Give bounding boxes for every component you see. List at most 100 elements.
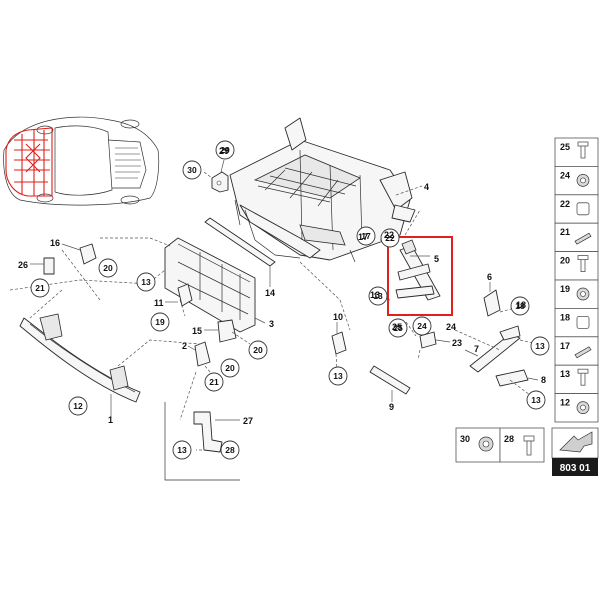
part-label-6: 6 bbox=[487, 272, 492, 282]
part-1-crossmember[interactable] bbox=[19, 313, 141, 418]
svg-text:30: 30 bbox=[460, 434, 470, 444]
svg-text:13: 13 bbox=[373, 291, 383, 301]
part-8-plate[interactable] bbox=[495, 369, 539, 387]
part-label-23: 23 bbox=[452, 338, 462, 348]
callout-22[interactable]: 22 bbox=[380, 228, 400, 248]
part-23-bracket[interactable] bbox=[419, 331, 451, 349]
part-3-panel[interactable] bbox=[164, 237, 266, 333]
callout-20[interactable]: 20 bbox=[98, 258, 118, 278]
svg-text:19: 19 bbox=[560, 284, 570, 294]
fastener-cell-19[interactable]: 19 bbox=[554, 279, 599, 309]
svg-text:25: 25 bbox=[560, 142, 570, 152]
callout-13[interactable]: 13 bbox=[530, 336, 550, 356]
front-frame-assembly[interactable] bbox=[229, 117, 416, 263]
svg-text:28: 28 bbox=[504, 434, 514, 444]
svg-text:20: 20 bbox=[225, 363, 235, 373]
svg-text:13: 13 bbox=[333, 371, 343, 381]
part-label-25: 25 bbox=[392, 322, 402, 332]
fastener-cell-18[interactable]: 18 bbox=[554, 307, 599, 338]
fastener-cell-28[interactable]: 28 bbox=[499, 427, 545, 463]
callout-29[interactable]: 29 bbox=[215, 140, 235, 160]
callout-13[interactable]: 13 bbox=[526, 390, 546, 410]
svg-text:24: 24 bbox=[560, 170, 570, 180]
fastener-cell-22[interactable]: 22 bbox=[554, 194, 599, 224]
callout-13[interactable]: 13 bbox=[328, 366, 348, 386]
svg-text:21: 21 bbox=[209, 377, 219, 387]
part-label-3: 3 bbox=[269, 319, 274, 329]
part-14-strip[interactable] bbox=[204, 217, 276, 287]
part-15-mount[interactable] bbox=[204, 319, 237, 343]
callout-21[interactable]: 21 bbox=[30, 278, 50, 298]
fastener-cell-25[interactable]: 25 bbox=[554, 137, 599, 167]
part-29-bracket[interactable] bbox=[211, 159, 229, 193]
svg-text:18: 18 bbox=[515, 301, 525, 311]
part-label-27: 27 bbox=[243, 416, 253, 426]
part-6-bracket[interactable] bbox=[483, 282, 501, 317]
svg-text:13: 13 bbox=[560, 369, 570, 379]
callout-17[interactable]: 17 bbox=[356, 226, 376, 246]
part-label-7: 7 bbox=[474, 344, 479, 354]
callout-13[interactable]: 13 bbox=[172, 440, 192, 460]
svg-text:20: 20 bbox=[560, 256, 570, 266]
fastener-cell-30[interactable]: 30 bbox=[455, 427, 501, 463]
car-overview-thumbnail bbox=[3, 116, 160, 206]
fastener-cell-21[interactable]: 21 bbox=[554, 222, 599, 252]
callout-20[interactable]: 20 bbox=[248, 340, 268, 360]
callout-13[interactable]: 13 bbox=[136, 272, 156, 292]
callout-30[interactable]: 30 bbox=[182, 160, 202, 180]
svg-text:17: 17 bbox=[560, 341, 570, 351]
callout-13[interactable]: 13 bbox=[368, 286, 388, 306]
svg-text:30: 30 bbox=[187, 165, 197, 175]
part-label-10: 10 bbox=[333, 312, 343, 322]
sheet-code: 803 01 bbox=[560, 463, 591, 474]
fastener-side-panel: 25 24 22 21 20 19 18 17 13 12 bbox=[554, 137, 599, 423]
highlighted-part-5-group[interactable] bbox=[387, 236, 453, 316]
next-page-arrow[interactable] bbox=[551, 427, 599, 459]
part-label-16: 16 bbox=[50, 238, 60, 248]
callout-21[interactable]: 21 bbox=[204, 372, 224, 392]
fastener-cell-24[interactable]: 24 bbox=[554, 165, 599, 196]
callout-24[interactable]: 24 bbox=[412, 316, 432, 336]
part-16-bracket[interactable] bbox=[61, 243, 97, 265]
callout-25[interactable]: 25 bbox=[388, 318, 408, 338]
part-label-26: 26 bbox=[18, 260, 28, 270]
part-label-5: 5 bbox=[434, 254, 439, 264]
arrow-icon bbox=[559, 431, 593, 453]
bolt-icon bbox=[523, 435, 535, 442]
fastener-cell-20[interactable]: 20 bbox=[554, 251, 599, 281]
part-label-1: 1 bbox=[108, 415, 113, 425]
part-9-rod[interactable] bbox=[369, 365, 411, 402]
fastener-cell-12[interactable]: 12 bbox=[554, 393, 599, 423]
part-10-bracket[interactable] bbox=[331, 322, 347, 355]
part-2-bracket[interactable] bbox=[187, 341, 211, 367]
callout-12[interactable]: 12 bbox=[68, 396, 88, 416]
part-label-14: 14 bbox=[265, 288, 275, 298]
svg-text:13: 13 bbox=[531, 395, 541, 405]
callout-28[interactable]: 28 bbox=[220, 440, 240, 460]
svg-text:18: 18 bbox=[560, 312, 570, 322]
svg-text:12: 12 bbox=[560, 398, 570, 408]
svg-text:17: 17 bbox=[361, 231, 371, 241]
callout-19[interactable]: 19 bbox=[150, 312, 170, 332]
inset-part-27 bbox=[164, 402, 240, 481]
screw-icon bbox=[574, 232, 592, 245]
fastener-bottom-panel: 30 28 bbox=[455, 427, 545, 463]
fastener-cell-13[interactable]: 13 bbox=[554, 364, 599, 395]
fastener-cell-17[interactable]: 17 bbox=[554, 336, 599, 366]
svg-text:20: 20 bbox=[253, 345, 263, 355]
svg-text:13: 13 bbox=[177, 445, 187, 455]
svg-text:21: 21 bbox=[560, 227, 570, 237]
svg-text:20: 20 bbox=[103, 263, 113, 273]
svg-text:13: 13 bbox=[141, 277, 151, 287]
part-7-brace[interactable] bbox=[464, 325, 521, 373]
part-26-bracket[interactable] bbox=[30, 257, 55, 275]
svg-text:12: 12 bbox=[73, 401, 83, 411]
svg-text:19: 19 bbox=[155, 317, 165, 327]
part-label-24: 24 bbox=[446, 322, 456, 332]
clip-icon bbox=[576, 315, 590, 329]
callout-18[interactable]: 18 bbox=[510, 296, 530, 316]
part-11-bracket[interactable] bbox=[165, 283, 193, 307]
callout-20[interactable]: 20 bbox=[220, 358, 240, 378]
